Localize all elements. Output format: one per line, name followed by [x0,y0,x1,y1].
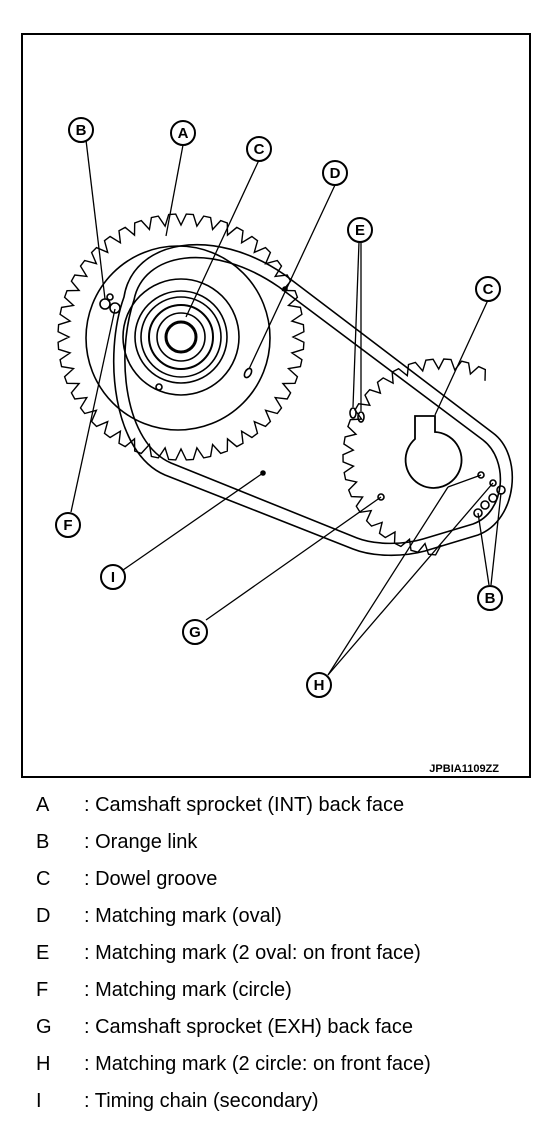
legend-key: H [36,1053,51,1075]
leader-c-intake [185,159,260,318]
legend-description: : Matching mark (2 circle: on front face… [84,1053,431,1075]
legend-key: A [36,794,50,816]
callout-b-upper: B [68,117,94,143]
intake-hub-ring-circle [134,290,228,384]
callout-c-intake-label: C [254,141,265,158]
legend-row-b: B : Orange link [0,825,560,859]
leader-e-1 [352,241,360,408]
callout-a-label: A [178,125,189,142]
legend-description: : Matching mark (circle) [84,979,292,1001]
leader-g [205,496,382,621]
leader-b-lower-1 [477,512,490,586]
matching-mark-oval-e-1 [349,407,357,419]
orange-link-mark-intake-2 [109,302,121,314]
legend-key: B [36,831,50,853]
intake-sprocket [57,213,305,461]
callout-c-exhaust-label: C [483,281,494,298]
callout-h: H [306,672,332,698]
callout-i-label: I [111,569,115,586]
callout-g-label: G [189,624,201,641]
intake-sprocket-teeth [57,213,305,461]
exhaust-sprocket-teeth [342,358,487,556]
intake-hub-boss-inner-circle [156,312,206,362]
intake-hub-dot [155,383,163,391]
diagram-drawing: B A C D E C F I [55,117,513,775]
callout-e: E [347,217,373,243]
legend-row-e: E : Matching mark (2 oval: on front face… [0,936,560,970]
matching-mark-circle-h-2 [477,471,485,479]
legend-key: F [36,979,49,1001]
legend-row-c: C : Dowel groove [0,862,560,896]
legend-row-g: G : Camshaft sprocket (EXH) back face [0,1010,560,1044]
callout-i: I [100,564,126,590]
callout-g: G [182,619,208,645]
leader-i [122,472,264,571]
legend-row-d: D : Matching mark (oval) [0,899,560,933]
intake-sprocket-pitch-circle [85,245,271,431]
legend-row-a: A : Camshaft sprocket (INT) back face [0,788,560,822]
leader-f [70,308,116,513]
legend-row-i: I : Timing chain (secondary) [0,1084,560,1118]
legend-description: : Dowel groove [84,868,218,890]
legend-key: G [36,1016,52,1038]
leader-h-2 [327,486,449,676]
timing-chain-inner [124,256,502,545]
callout-b-lower-label: B [485,590,496,607]
legend-description: : Matching mark (2 oval: on front face) [84,942,421,964]
exhaust-sprocket-dot [377,493,385,501]
diagram-figure: B A C D E C F I [21,33,531,778]
intake-bolt-hole [164,320,198,354]
leader-b-upper [85,139,106,300]
leader-c-exhaust [434,299,489,416]
matching-mark-oval-e-2 [357,411,365,423]
orange-link-mark-intake-1 [99,298,111,310]
callout-e-label: E [355,222,365,239]
orange-link-mark-intake-3 [106,293,114,301]
figure-code: JPBIA1109ZZ [429,763,499,775]
exhaust-sprocket [342,358,487,556]
legend-description: : Timing chain (secondary) [84,1090,319,1112]
leader-h-1 [327,482,494,676]
leader-d [248,184,336,370]
callout-c-intake: C [246,136,272,162]
callout-b-lower: B [477,585,503,611]
orange-link-mark-exh-2 [480,500,490,510]
leader-h-3 [447,474,482,488]
legend-key: E [36,942,50,964]
matching-mark-circle-h-1 [489,479,497,487]
leader-b-lower-2 [490,492,502,586]
callout-f-label: F [63,517,72,534]
legend-description: : Camshaft sprocket (EXH) back face [84,1016,414,1038]
orange-link-mark-exh-4 [496,485,506,495]
legend-key: C [36,868,51,890]
callout-f: F [55,512,81,538]
callout-d: D [322,160,348,186]
intake-hub-ring-inner-circle [140,296,222,378]
orange-link-mark-exh-3 [488,493,498,503]
callout-b-upper-label: B [76,122,87,139]
legend-description: : Camshaft sprocket (INT) back face [84,794,405,816]
legend-description: : Matching mark (oval) [84,905,282,927]
legend-key: D [36,905,51,927]
legend-description: : Orange link [84,831,198,853]
intake-hub-boss-circle [148,304,214,370]
legend-row-f: F : Matching mark (circle) [0,973,560,1007]
callout-h-label: H [314,677,325,694]
timing-chain-outer [112,243,513,557]
callout-a: A [170,120,196,146]
callout-c-exhaust: C [475,276,501,302]
matching-mark-oval-d [243,367,253,379]
legend-key: I [36,1090,42,1112]
intake-hub-outer-circle [122,278,240,396]
legend-row-h: H : Matching mark (2 circle: on front fa… [0,1047,560,1081]
leader-lines [70,139,502,676]
leader-a [165,144,184,237]
callout-d-label: D [330,165,341,182]
exhaust-dowel-keyhole [404,415,463,489]
